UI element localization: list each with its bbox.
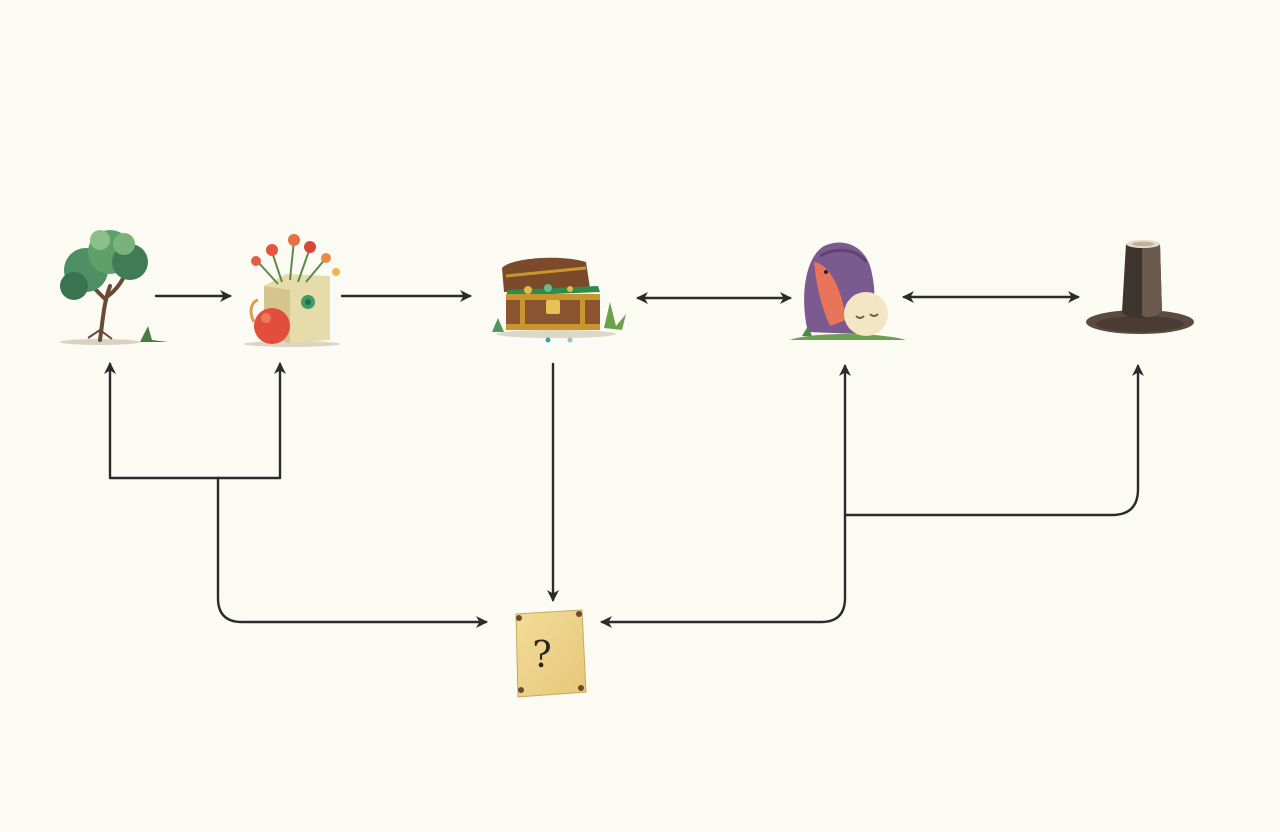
mystery-label: ? [532, 635, 551, 676]
edge-junction-left-to-mystery [216, 476, 488, 628]
tree-stump-icon [1086, 240, 1194, 334]
edges [104, 290, 1144, 628]
edge-junction-to-tree [104, 362, 220, 480]
flower-box-icon [244, 234, 340, 347]
edge-junction-to-flower-box [216, 362, 286, 480]
edge-junction-right-to-mystery [600, 513, 847, 628]
treasure-chest-icon [492, 257, 626, 343]
creature-icon [790, 242, 906, 340]
tree-icon [60, 230, 168, 345]
mystery-note-icon: ? [515, 609, 587, 698]
edge-junction-to-stump [843, 364, 1144, 517]
